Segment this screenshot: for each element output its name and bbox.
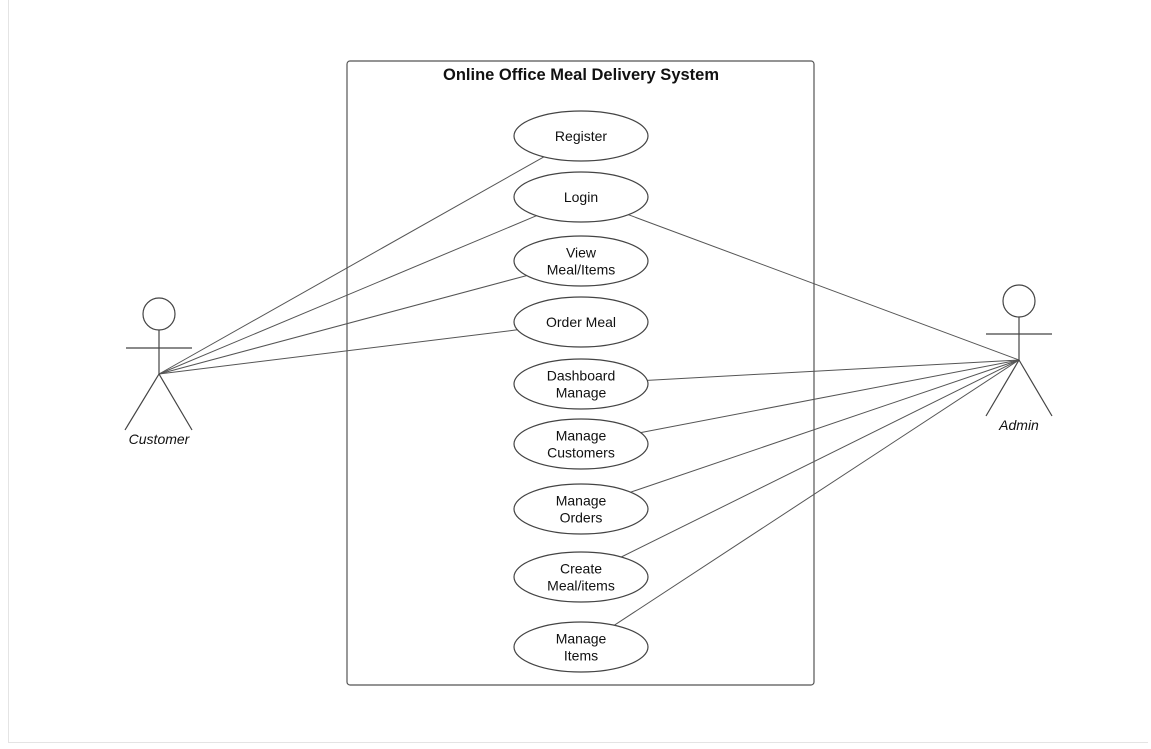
association-admin-manage-orders [630,359,1020,493]
use-case-ellipse [513,418,649,470]
system-boundary [346,60,815,686]
use-case-ellipse [513,110,649,162]
use-case-label: Items [564,648,598,664]
use-case-label: Customers [547,445,615,461]
association-admin-dashboard-manage [647,359,1020,381]
use-case-ellipse [513,358,649,410]
use-case-ellipse [513,296,649,348]
association-lines [158,156,1020,626]
actor-right-leg [158,373,193,431]
use-case-register: Register [513,110,649,162]
actor-right-leg [1018,359,1053,417]
association-admin-create-meal-items [621,359,1020,558]
use-case-label: Login [564,189,598,205]
use-case-label: Manage [556,493,607,509]
use-case-order-meal: Order Meal [513,296,649,348]
use-case-ellipse [513,551,649,603]
actor-left-leg [124,373,160,431]
actor-customer: Customer [124,297,193,447]
actor-head [142,297,176,331]
actor-head [1002,284,1036,318]
use-case-label: Register [555,128,607,144]
actor-label: Customer [129,431,191,447]
use-case-ellipse [513,483,649,535]
use-case-label: Dashboard [547,368,616,384]
actors: Customer Admin [124,284,1053,447]
use-case-ellipse [513,621,649,673]
page-border [8,0,1148,743]
system-title: Online Office Meal Delivery System [443,66,719,84]
actor-admin: Admin [985,284,1053,433]
association-customer-login [158,215,537,375]
actor-left-leg [985,359,1020,417]
use-case-ellipse [513,171,649,223]
use-case-label: View [566,245,597,261]
actor-label: Admin [998,417,1039,433]
use-case-label: Manage [556,428,607,444]
association-customer-register [158,156,545,375]
use-case-ellipse [513,235,649,287]
use-case-label: Orders [560,510,603,526]
association-admin-manage-customers [640,359,1020,434]
use-case-label: Meal/items [547,578,615,594]
use-case-label: Create [560,561,602,577]
use-case-label: Meal/Items [547,262,615,278]
use-case-label: Order Meal [546,314,616,330]
association-admin-login [628,214,1020,361]
association-admin-manage-items [613,359,1020,626]
use-case-login: Login [513,171,649,223]
use-case-label: Manage [556,385,607,401]
use-case-label: Manage [556,631,607,647]
association-customer-view-meal-items [158,275,527,375]
association-customer-order-meal [158,329,518,375]
